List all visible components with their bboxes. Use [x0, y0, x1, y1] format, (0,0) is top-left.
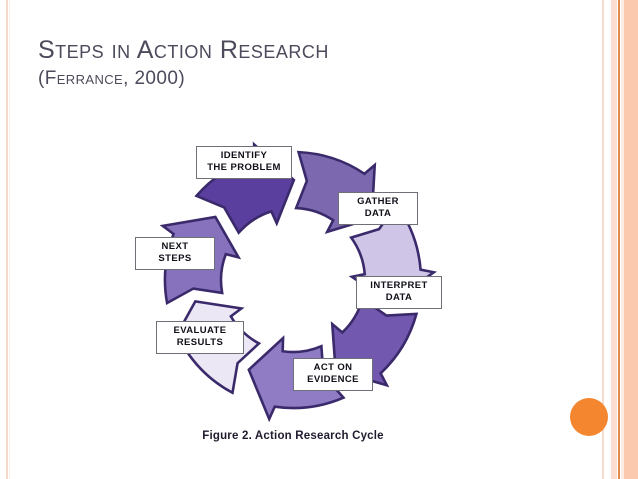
step-label-act-on-evidence: ACT ON EVIDENCE — [293, 358, 373, 392]
step-label-gather-data: GATHER DATA — [338, 192, 418, 226]
step-label-next-steps: NEXT STEPS — [135, 237, 215, 271]
step-label-identify-the-problem: IDENTIFY THE PROBLEM — [196, 146, 292, 180]
page-title: Steps in Action Research — [38, 36, 329, 64]
right-stripe-4 — [624, 0, 638, 479]
left-edge-rule-inner — [9, 0, 10, 479]
right-stripe-2 — [611, 0, 617, 479]
action-research-cycle-diagram: IDENTIFY THE PROBLEM GATHER DATA INTERPR… — [118, 108, 468, 458]
step-label-interpret-data: INTERPRET DATA — [356, 276, 442, 310]
orange-circle-accent — [570, 398, 608, 436]
right-stripe-accent-line — [618, 0, 620, 479]
figure-caption: Figure 2. Action Research Cycle — [202, 430, 384, 442]
step-label-evaluate-results: EVALUATE RESULTS — [156, 321, 244, 355]
right-stripe-3 — [621, 0, 624, 479]
right-stripe-1 — [602, 0, 604, 479]
title-block: Steps in Action Research (Ferrance, 2000… — [38, 36, 329, 90]
left-edge-rule — [6, 0, 8, 479]
page-subtitle: (Ferrance, 2000) — [38, 67, 186, 89]
